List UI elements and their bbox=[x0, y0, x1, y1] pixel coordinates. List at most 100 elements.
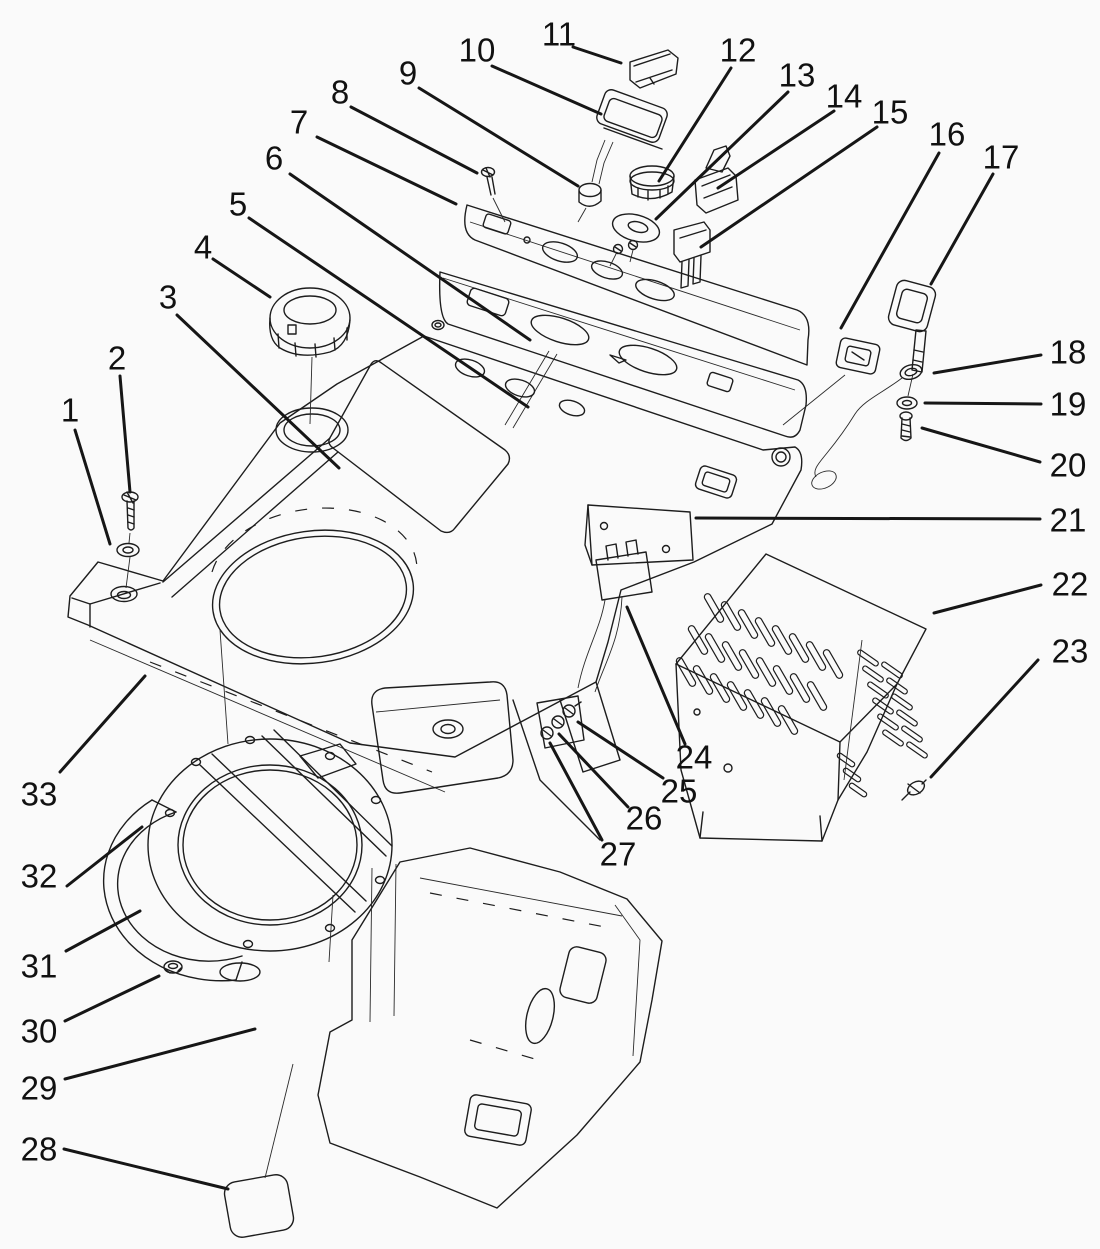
callout-number: 31 bbox=[21, 948, 58, 985]
callout-30: 30 bbox=[21, 974, 161, 1050]
callout-number: 24 bbox=[676, 739, 713, 776]
callout-leader-line bbox=[929, 172, 995, 286]
callout-leader-line bbox=[839, 151, 941, 330]
callout-leader-line bbox=[64, 909, 142, 953]
callout-leader-line bbox=[63, 1027, 257, 1081]
callout-leader-line bbox=[58, 674, 147, 774]
callout-8: 8 bbox=[331, 74, 479, 175]
callout-number: 32 bbox=[21, 858, 58, 895]
part-4-knob bbox=[269, 287, 351, 425]
callout-number: 13 bbox=[779, 57, 816, 94]
callout-number: 4 bbox=[194, 229, 212, 266]
callout-10: 10 bbox=[459, 32, 603, 116]
callout-leader-line bbox=[694, 516, 1042, 521]
part-6-dash-bezel bbox=[438, 271, 808, 438]
callout-number: 15 bbox=[872, 94, 909, 131]
callout-31: 31 bbox=[21, 909, 142, 985]
callout-17: 17 bbox=[929, 139, 1019, 286]
callout-12: 12 bbox=[657, 32, 757, 183]
callout-32: 32 bbox=[21, 825, 144, 895]
callout-27: 27 bbox=[548, 741, 637, 873]
callout-number: 8 bbox=[331, 74, 349, 111]
part-24-connector bbox=[577, 539, 653, 693]
callout-number: 29 bbox=[21, 1070, 58, 1107]
callout-leader-line bbox=[716, 109, 836, 190]
part-1-washer bbox=[116, 532, 140, 589]
callout-leader-line bbox=[929, 658, 1040, 779]
part-10-gauge bbox=[591, 89, 668, 185]
callout-leader-line bbox=[63, 974, 161, 1023]
part-16-rocker-switch bbox=[782, 337, 881, 426]
callout-leader-line bbox=[654, 90, 790, 221]
callout-number: 16 bbox=[929, 116, 966, 153]
callout-22: 22 bbox=[932, 566, 1089, 615]
callout-33: 33 bbox=[21, 674, 147, 813]
callout-21: 21 bbox=[694, 502, 1087, 539]
screw-plate bbox=[536, 695, 585, 749]
callout-number: 3 bbox=[159, 279, 177, 316]
callout-leader-line bbox=[932, 583, 1043, 615]
callout-number: 20 bbox=[1050, 447, 1087, 484]
part-19-washer bbox=[896, 396, 918, 410]
part-2-screw bbox=[121, 491, 139, 531]
console-boss-bracket bbox=[371, 681, 514, 794]
callout-11: 11 bbox=[542, 16, 623, 65]
callout-leader-line bbox=[65, 825, 144, 888]
callout-23: 23 bbox=[929, 633, 1089, 779]
callout-leader-line bbox=[315, 135, 458, 206]
callout-leader-line bbox=[490, 64, 603, 116]
part-11-clip bbox=[629, 49, 679, 89]
callout-leader-line bbox=[699, 125, 879, 249]
callout-number: 5 bbox=[229, 186, 247, 223]
callout-number: 19 bbox=[1050, 386, 1087, 423]
callout-leader-line bbox=[932, 353, 1043, 375]
callout-leader-line bbox=[288, 172, 532, 342]
part-console bbox=[67, 319, 803, 841]
callout-number: 1 bbox=[61, 392, 79, 429]
callout-18: 18 bbox=[932, 334, 1087, 375]
callout-leader-line bbox=[557, 732, 630, 809]
callout-leader-line bbox=[417, 86, 580, 188]
callout-15: 15 bbox=[699, 94, 909, 249]
callout-number: 30 bbox=[21, 1013, 58, 1050]
callout-9: 9 bbox=[399, 55, 580, 188]
callout-leader-line bbox=[349, 105, 479, 175]
callout-6: 6 bbox=[265, 140, 532, 342]
callout-number: 21 bbox=[1050, 502, 1087, 539]
part-21-bracket bbox=[584, 504, 694, 566]
callout-leader-line bbox=[247, 216, 530, 409]
part-7-dash-panel bbox=[464, 204, 810, 366]
callout-14: 14 bbox=[716, 78, 863, 190]
callout-25: 25 bbox=[576, 720, 698, 810]
callout-leader-line bbox=[73, 428, 112, 546]
callout-4: 4 bbox=[194, 229, 272, 299]
part-18-ring bbox=[811, 363, 923, 490]
callout-number: 25 bbox=[661, 773, 698, 810]
callout-number: 14 bbox=[826, 78, 863, 115]
callout-leader-line bbox=[625, 605, 687, 746]
callout-number: 9 bbox=[399, 55, 417, 92]
part-23-screw bbox=[901, 779, 927, 801]
callout-number: 22 bbox=[1052, 566, 1089, 603]
callout-leader-line bbox=[548, 741, 604, 842]
callout-26: 26 bbox=[557, 732, 662, 837]
part-15-connector bbox=[673, 221, 711, 289]
callout-leader-line bbox=[62, 1147, 230, 1191]
callout-number: 23 bbox=[1052, 633, 1089, 670]
part-20-bolt bbox=[899, 411, 913, 442]
callout-7: 7 bbox=[290, 104, 458, 206]
part-31-blower-housing bbox=[102, 799, 261, 982]
callout-number: 28 bbox=[21, 1131, 58, 1168]
callout-1: 1 bbox=[61, 392, 112, 546]
callout-5: 5 bbox=[229, 186, 530, 409]
callout-20: 20 bbox=[920, 426, 1087, 484]
callout-3: 3 bbox=[159, 279, 341, 470]
callout-number: 7 bbox=[290, 104, 308, 141]
callout-leader-line bbox=[571, 45, 623, 65]
callout-number: 18 bbox=[1050, 334, 1087, 371]
callout-leader-line bbox=[576, 720, 665, 780]
part-8-screw bbox=[480, 166, 506, 223]
callout-28: 28 bbox=[21, 1131, 230, 1191]
callout-number: 27 bbox=[600, 836, 637, 873]
callout-number: 12 bbox=[720, 32, 757, 69]
